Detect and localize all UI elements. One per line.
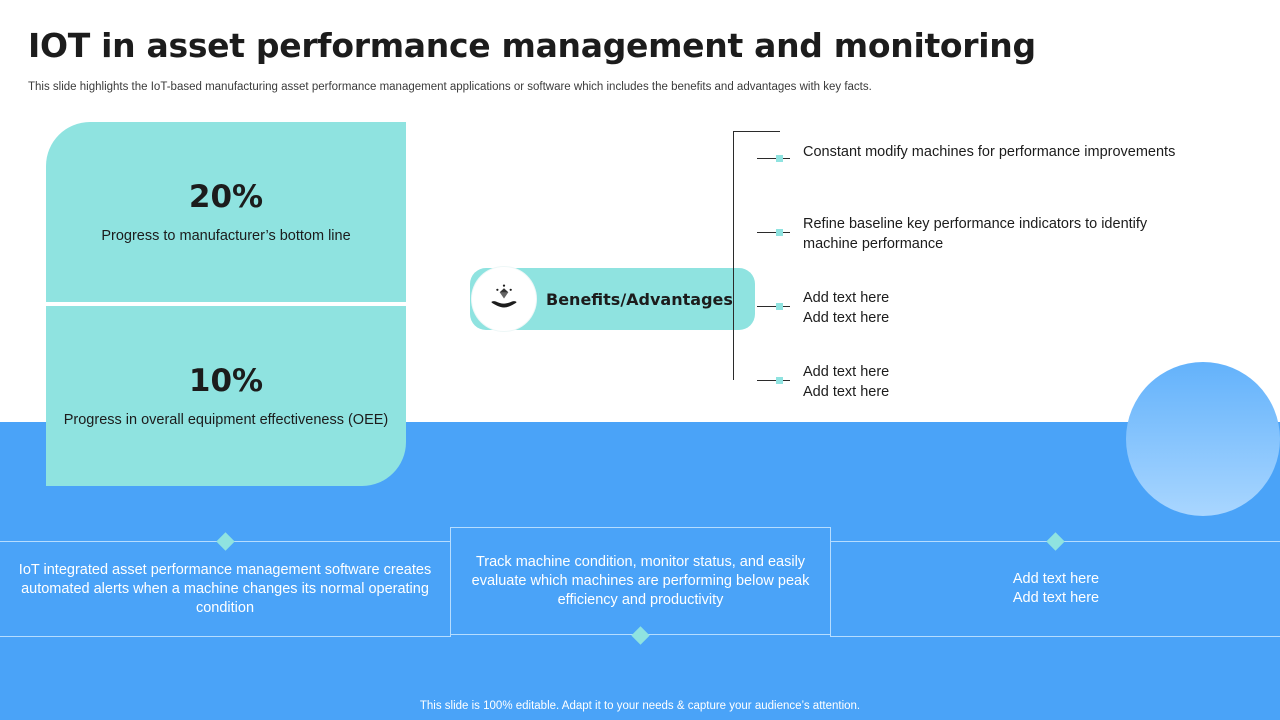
tree-tick-4 [757,380,790,381]
stat-value-2: 10% [188,362,264,399]
diamond-in-hands-icon [472,267,536,331]
footer-note: This slide is 100% editable. Adapt it to… [419,700,861,712]
tree-top-cap [733,131,780,132]
tree-node-2 [776,229,783,236]
bottom-box-1-text: IoT integrated asset performance managem… [18,561,432,616]
stat-label-1: Progress to manufacturer’s bottom line [101,227,351,244]
stat-label-2: Progress in overall equipment effectiven… [63,411,389,428]
bottom-box-3: Add text here Add text here [830,541,1280,637]
stat-value-1: 20% [188,178,264,215]
tree-tick-2 [757,232,790,233]
right-item-3: Add text here Add text here [803,290,890,326]
tree-node-1 [776,155,783,162]
page-title: IOT in asset performance management and … [28,26,1036,65]
bottom-box-2: Track machine condition, monitor status,… [450,527,831,635]
tree-node-4 [776,377,783,384]
stat-card-1: 20% Progress to manufacturer’s bottom li… [46,122,406,302]
bottom-box-3-text: Add text here Add text here [1012,571,1100,606]
right-item-2: Refine baseline key performance indicato… [803,216,1148,252]
decorative-circle [1126,362,1280,516]
stat-card-2: 10% Progress in overall equipment effect… [46,306,406,486]
page-subtitle: This slide highlights the IoT-based manu… [28,81,872,93]
tree-node-3 [776,303,783,310]
tree-tick-3 [757,306,790,307]
bottom-box-1: IoT integrated asset performance managem… [0,541,451,637]
benefits-label: Benefits/Advantages [546,289,733,309]
tree-vertical-line [733,131,734,380]
right-item-1: Constant modify machines for performance… [803,144,1176,160]
right-item-4: Add text here Add text here [803,364,890,400]
tree-tick-1 [757,158,790,159]
bottom-box-2-text: Track machine condition, monitor status,… [471,553,810,608]
